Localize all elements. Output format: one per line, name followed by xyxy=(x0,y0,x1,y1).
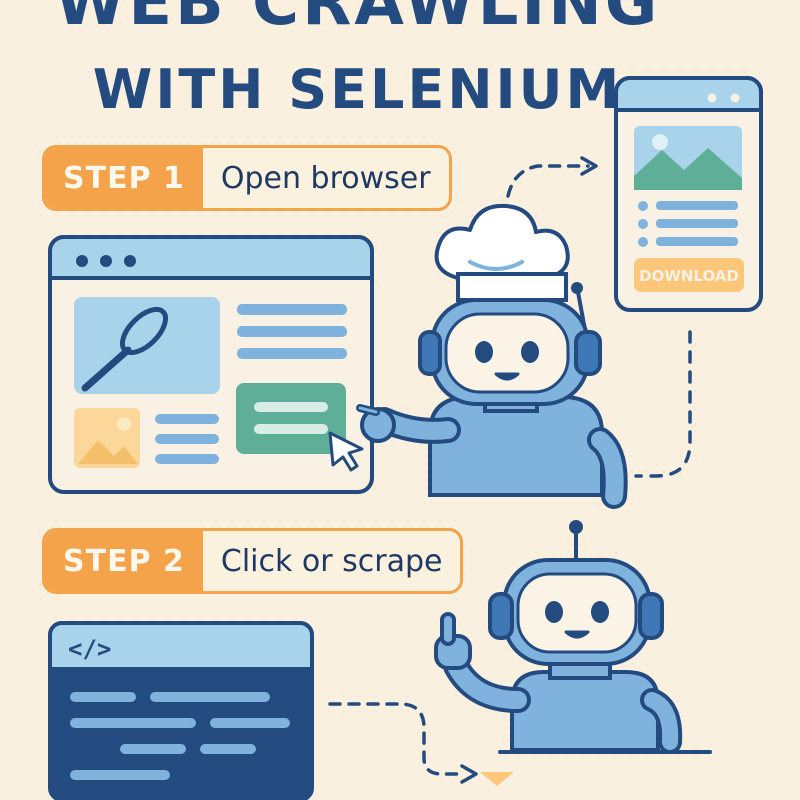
chef-robot xyxy=(356,203,628,509)
window-dot-icon xyxy=(76,255,88,267)
browser-window xyxy=(48,235,374,494)
landscape-image-icon xyxy=(634,126,742,190)
green-card-button xyxy=(236,383,346,454)
dashed-arrow xyxy=(328,702,466,776)
arrow-head-icon xyxy=(580,156,598,176)
arrow-head-icon xyxy=(460,764,478,784)
mouse-cursor-icon xyxy=(328,431,364,472)
download-button-label: DOWNLOAD xyxy=(639,267,739,285)
text-line xyxy=(237,348,347,359)
download-button xyxy=(634,258,744,292)
title-line-2: WITH SELENIUM xyxy=(92,58,623,121)
dashed-arrow xyxy=(506,164,590,198)
orange-marker-icon xyxy=(480,772,514,786)
magnifier-icon xyxy=(81,306,169,392)
window-dot-icon xyxy=(100,255,112,267)
step-1-label: Open browser xyxy=(220,160,431,196)
pointing-finger-icon xyxy=(440,612,456,646)
text-line xyxy=(237,326,347,337)
step-2-badge: STEP 2 Click or scrape xyxy=(42,528,464,594)
ear-icon xyxy=(638,592,664,640)
title-line-1: WEB CRAWLING xyxy=(54,0,661,40)
text-line xyxy=(237,304,347,315)
step-1-badge: STEP 1 Open browser xyxy=(42,145,452,211)
phone-mockup: DOWNLOAD xyxy=(614,76,763,312)
window-dot-icon xyxy=(124,255,136,267)
code-icon: </> xyxy=(68,635,111,663)
dashed-connector xyxy=(634,330,692,478)
ear-icon xyxy=(574,330,602,376)
pointing-robot xyxy=(434,520,683,754)
image-icon xyxy=(74,408,140,468)
code-window: </> xyxy=(48,621,314,800)
step-1-tag: STEP 1 xyxy=(45,148,203,208)
chef-hat-icon xyxy=(434,203,570,302)
step-2-label: Click or scrape xyxy=(220,543,443,579)
step-2-tag: STEP 2 xyxy=(45,531,203,591)
